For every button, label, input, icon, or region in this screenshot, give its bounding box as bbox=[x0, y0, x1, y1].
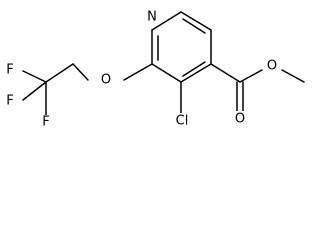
bond-o-ether-ch2 bbox=[72, 63, 89, 81]
ester-oxygen-atom-label: O bbox=[267, 59, 277, 74]
bond-c6-n1 bbox=[151, 11, 182, 31]
bond-cf3-f2 bbox=[22, 81, 47, 101]
bond-c-carbonyl-o-ester bbox=[239, 69, 263, 83]
bonds bbox=[22, 11, 305, 117]
bond-c2-c3 bbox=[151, 63, 182, 83]
atom-labels: N O F F F Cl O O bbox=[4, 10, 279, 130]
bond-ch2-cf3 bbox=[45, 63, 74, 83]
fluorine-atom-label-3: F bbox=[42, 115, 49, 130]
bond-inner-c3-c4 bbox=[182, 61, 206, 77]
bond-inner-c5-c6 bbox=[182, 18, 206, 34]
bond-c4-c-carbonyl bbox=[210, 63, 241, 83]
ether-oxygen-atom-label: O bbox=[101, 73, 111, 88]
fluorine-atom-label-2: F bbox=[6, 94, 13, 109]
bond-c5-c6 bbox=[180, 11, 212, 31]
carbonyl-oxygen-atom-label: O bbox=[235, 112, 245, 127]
chlorine-atom-label: Cl bbox=[176, 114, 189, 129]
chemical-structure-diagram: N O F F F Cl O O bbox=[4, 9, 305, 130]
nitrogen-atom-label: N bbox=[147, 10, 157, 25]
fluorine-atom-label-1: F bbox=[6, 63, 13, 78]
bond-c3-c4 bbox=[180, 63, 212, 83]
bond-c2-o-ether bbox=[123, 63, 153, 81]
bond-o-ester-ch3 bbox=[281, 69, 305, 83]
bond-cf3-f1 bbox=[22, 70, 47, 83]
